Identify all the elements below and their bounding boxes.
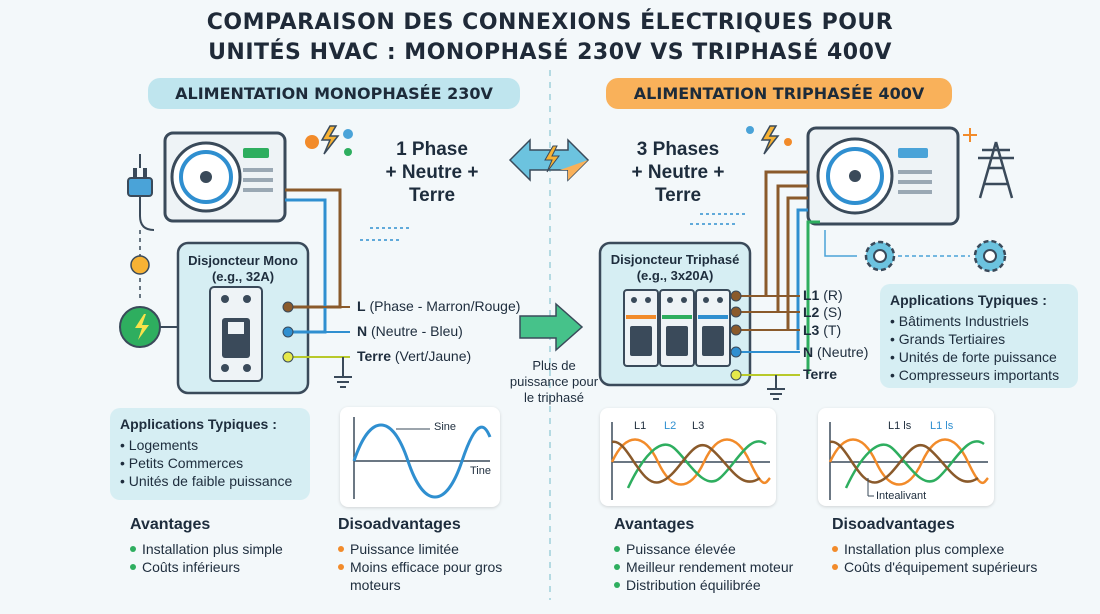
ground-icon xyxy=(334,357,352,388)
mono-ac-unit-icon xyxy=(163,131,287,223)
three-phase-wave xyxy=(610,422,771,500)
mono-disadvantage-item: Puissance limitée xyxy=(338,540,518,558)
mono-advantages: Avantages Installation plus simple Coûts… xyxy=(130,516,330,576)
single-sine-wave xyxy=(352,417,492,499)
mono-advantage-item: Coûts inférieurs xyxy=(130,558,330,576)
tri-phase-line-3: Terre xyxy=(654,185,702,206)
mono-application-item: Unités de faible puissance xyxy=(120,472,300,490)
mono-applications-title: Applications Typiques : xyxy=(120,416,277,432)
mono-disadvantages-title: Disoadvantages xyxy=(338,516,461,533)
wave-label-l3: L3 xyxy=(692,420,705,432)
tri-disadvantage-item: Installation plus complexe xyxy=(832,540,1052,558)
tri-advantage-item: Distribution équilibrée xyxy=(614,576,824,594)
mono-phase-line-3: Terre xyxy=(408,185,456,206)
mono-disadvantages: Disoadvantages Puissance limitée Moins e… xyxy=(338,516,518,594)
gear-small-icon xyxy=(130,255,150,275)
tri-advantage-item: Puissance élevée xyxy=(614,540,824,558)
title-line-2: UNITÉS HVAC : MONOPHASÉ 230V VS TRIPHASÉ… xyxy=(208,40,892,65)
plug-icon xyxy=(127,154,155,231)
tri-breaker-rating: (e.g., 3x20A) xyxy=(636,268,714,283)
three-phase-wave-2 xyxy=(828,422,989,500)
wave2-note: Intealivant xyxy=(876,490,927,502)
mono-phase-line-1: 1 Phase xyxy=(396,139,468,160)
right-arrow-icon xyxy=(519,302,584,352)
mono-phase-line-2: + Neutre + xyxy=(385,162,479,183)
tri-application-item: Grands Tertiaires xyxy=(890,330,1068,348)
tri-disadvantage-item: Coûts d'équipement supérieurs xyxy=(832,558,1052,576)
tri-application-item: Unités de forte puissance xyxy=(890,348,1068,366)
page-title: COMPARAISON DES CONNEXIONS ÉLECTRIQUES P… xyxy=(0,8,1100,68)
tri-wave-card-1: L1 L2 L3 xyxy=(600,408,776,506)
tri-wire-label-earth: Terre xyxy=(803,366,837,382)
mono-wave-card: Sine Tine xyxy=(340,407,500,507)
tri-breaker-name: Disjoncteur Triphasé xyxy=(610,252,740,267)
tri-advantage-item: Meilleur rendement moteur xyxy=(614,558,824,576)
mono-advantage-item: Installation plus simple xyxy=(130,540,330,558)
wave-label-l1: L1 xyxy=(634,420,647,432)
gear-icon-right xyxy=(973,239,1007,273)
wave2-label-1: L1 ls xyxy=(888,420,912,432)
time-axis-label: Tine xyxy=(470,465,491,477)
tri-header: ALIMENTATION TRIPHASÉE 400V xyxy=(606,78,952,109)
mono-breaker-name: Disjoncteur Mono xyxy=(188,253,298,268)
tri-application-item: Bâtiments Industriels xyxy=(890,312,1068,330)
wave-label-l2: L2 xyxy=(664,420,677,432)
tri-wire-label-l2: L2 (S) xyxy=(803,304,842,320)
tri-application-item: Compresseurs importants xyxy=(890,366,1068,384)
tri-applications-panel: Applications Typiques : Bâtiments Indust… xyxy=(880,284,1078,388)
mono-wire-label-earth: Terre (Vert/Jaune) xyxy=(357,348,472,364)
tri-wire-label-l3: L3 (T) xyxy=(803,322,842,338)
tri-applications-title: Applications Typiques : xyxy=(890,292,1047,308)
title-line-1: COMPARAISON DES CONNEXIONS ÉLECTRIQUES P… xyxy=(206,10,894,35)
tri-phase-label: 3 Phases + Neutre + Terre xyxy=(618,138,738,207)
tri-ac-unit-icon xyxy=(806,126,960,226)
pylon-icon xyxy=(978,141,1014,199)
mono-breaker-rating: (e.g., 32A) xyxy=(211,269,275,284)
middle-note: Plus de puissance pour le triphasé xyxy=(509,358,599,405)
tri-advantages: Avantages Puissance élevée Meilleur rend… xyxy=(614,516,824,594)
mono-header: ALIMENTATION MONOPHASÉE 230V xyxy=(148,78,520,109)
tri-phase-line-2: + Neutre + xyxy=(631,162,725,183)
tri-disadvantages: Disoadvantages Installation plus complex… xyxy=(832,516,1052,576)
wave2-label-2: L1 ls xyxy=(930,420,954,432)
mono-phase-label: 1 Phase + Neutre + Terre xyxy=(372,138,492,207)
mono-advantages-title: Avantages xyxy=(130,516,211,533)
tri-wire-label-n: N (Neutre) xyxy=(803,344,869,360)
tri-advantages-title: Avantages xyxy=(614,516,695,533)
sine-label: Sine xyxy=(434,421,457,433)
mono-wire-label-n: N (Neutre - Bleu) xyxy=(357,323,463,339)
tri-lightning-icon xyxy=(760,125,780,155)
mono-disadvantage-item: Moins efficace pour gros moteurs xyxy=(338,558,518,594)
gear-icon-left xyxy=(864,240,896,272)
mono-wire-label-l: L (Phase - Marron/Rouge) xyxy=(357,298,521,314)
tri-wave-card-2: L1 ls L1 ls Intealivant xyxy=(818,408,994,506)
tri-disadvantages-title: Disoadvantages xyxy=(832,516,955,533)
tri-phase-line-1: 3 Phases xyxy=(636,139,720,160)
mono-application-item: Logements xyxy=(120,436,300,454)
mono-application-item: Petits Commerces xyxy=(120,454,300,472)
lightning-icon xyxy=(320,125,340,155)
tri-wire-label-l1: L1 (R) xyxy=(803,287,843,303)
tri-ground-icon xyxy=(767,375,785,400)
mono-applications-panel: Applications Typiques : Logements Petits… xyxy=(110,408,310,500)
mono-breaker-title: Disjoncteur Mono (e.g., 32A) xyxy=(180,253,306,285)
tri-breaker-title: Disjoncteur Triphasé (e.g., 3x20A) xyxy=(602,252,748,284)
